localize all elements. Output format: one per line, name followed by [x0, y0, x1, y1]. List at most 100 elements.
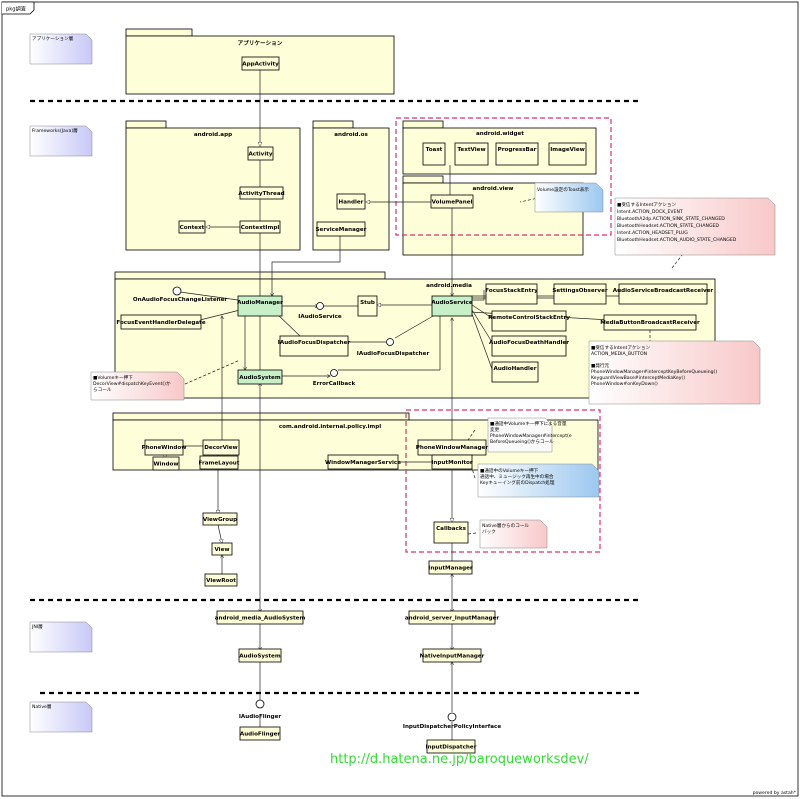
- class-FrameLayout: FrameLayout: [199, 455, 240, 470]
- svg-text:VolumePanel: VolumePanel: [432, 200, 473, 206]
- svg-text:android_server_InputManager: android_server_InputManager: [405, 616, 500, 622]
- class-NativeInputManager: NativeInputManager: [420, 648, 485, 663]
- class-Window: Window: [152, 456, 180, 471]
- note-volume-key-line: ■Volumeキー押下: [93, 374, 133, 381]
- svg-text:IAudioFocusDispatcher: IAudioFocusDispatcher: [357, 351, 430, 357]
- svg-text:ImageView: ImageView: [550, 147, 585, 153]
- interface-OnAudioFocusChangeListener: OnAudioFocusChangeListener: [133, 286, 228, 303]
- class-AudioService: AudioService: [431, 295, 473, 317]
- svg-text:ErrorCallback: ErrorCallback: [313, 381, 356, 387]
- svg-text:Window: Window: [153, 462, 178, 468]
- class-AudioServiceBroadcastReceiver: AudioServiceBroadcastReceiver: [613, 283, 714, 305]
- svg-text:IAudioFocusDispatcher: IAudioFocusDispatcher: [278, 340, 351, 346]
- svg-text:android.app: android.app: [194, 132, 232, 138]
- class-AudioFlinger: AudioFlinger: [239, 726, 281, 741]
- layer-label-native: Native層: [29, 701, 93, 733]
- svg-text:ProgressBar: ProgressBar: [498, 147, 537, 153]
- svg-text:Stub: Stub: [360, 300, 375, 306]
- svg-text:InputDispatcherPolicyInterface: InputDispatcherPolicyInterface: [403, 724, 501, 730]
- note-media-button: ■受信するIntentアクション ACTION_MEDIA_BUTTON ■発行…: [588, 340, 761, 405]
- svg-text:com.android.internal.policy.im: com.android.internal.policy.impl: [279, 424, 381, 430]
- svg-text:android.os: android.os: [334, 132, 368, 138]
- svg-text:IAudioFlinger: IAudioFlinger: [239, 714, 282, 720]
- svg-text:PhoneWindow: PhoneWindow: [142, 445, 187, 451]
- note-media-line: ACTION_MEDIA_BUTTON: [591, 351, 647, 357]
- class-RemoteControlStackEntry: RemoteControlStackEntry: [488, 310, 570, 332]
- class-InputMonitor: InputMonitor: [431, 454, 473, 470]
- class-AudioManager: AudioManager: [237, 295, 283, 317]
- note-intent-line: Intent.ACTION_DOCK_EVENT: [617, 209, 683, 215]
- svg-text:PhoneWindowManager: PhoneWindowManager: [416, 445, 489, 451]
- svg-text:FocusStackEntry: FocusStackEntry: [485, 288, 538, 294]
- note-native-callback: Native層からのコール バック: [479, 519, 548, 549]
- class-FocusStackEntry: FocusStackEntry: [485, 283, 538, 305]
- note-call-volume-line: PhoneWindowManager#intercept(e: [490, 433, 572, 439]
- note-intent-line: ■受信するIntentアクション: [617, 201, 676, 208]
- svg-text:JNI層: JNI層: [31, 624, 43, 630]
- svg-text:AudioHandler: AudioHandler: [494, 366, 537, 372]
- svg-text:android_media_AudioSystem: android_media_AudioSystem: [215, 616, 306, 622]
- svg-text:Callbacks: Callbacks: [436, 526, 467, 532]
- svg-text:InputMonitor: InputMonitor: [431, 460, 473, 466]
- svg-text:Volume設定のToast表示: Volume設定のToast表示: [537, 186, 589, 193]
- layer-label-app: アプリケーション層: [29, 33, 93, 65]
- svg-text:android.widget: android.widget: [476, 131, 524, 137]
- frame-title: pkg調査: [6, 5, 26, 13]
- svg-text:InputManager: InputManager: [428, 566, 473, 572]
- highlight-volume-ui: [395, 117, 612, 236]
- svg-text:OnAudioFocusChangeListener: OnAudioFocusChangeListener: [133, 297, 228, 303]
- svg-text:AudioFocusDeathHandler: AudioFocusDeathHandler: [489, 340, 569, 346]
- svg-text:AudioServiceBroadcastReceiver: AudioServiceBroadcastReceiver: [613, 288, 714, 294]
- svg-text:ServiceManager: ServiceManager: [316, 227, 367, 233]
- svg-text:ViewRoot: ViewRoot: [206, 578, 236, 584]
- interface-IAudioFlinger: IAudioFlinger: [239, 699, 282, 720]
- class-VolumePanel: VolumePanel: [430, 194, 474, 209]
- svg-text:RemoteControlStackEntry: RemoteControlStackEntry: [488, 315, 570, 321]
- class-Stub: Stub: [357, 295, 378, 317]
- note-volume-toast: Volume設定のToast表示: [534, 182, 604, 213]
- class-Activity: Activity: [247, 146, 274, 161]
- svg-text:AudioSystem: AudioSystem: [239, 654, 281, 660]
- svg-text:DecorView: DecorView: [204, 445, 237, 451]
- note-call-volume-line: ■通話中Volumeキー押下による音量: [490, 420, 567, 427]
- class-ViewRoot: ViewRoot: [204, 573, 238, 587]
- note-intent-line: Intent.ACTION_HEADSET_PLUG: [617, 230, 688, 236]
- svg-text:SettingsObserver: SettingsObserver: [552, 288, 607, 294]
- svg-text:InputDispatcher: InputDispatcher: [426, 745, 477, 751]
- class-MediaButtonBroadcastReceiver: MediaButtonBroadcastReceiver: [600, 314, 700, 331]
- note-volume-key: ■Volumeキー押下 DecorView#dispatchKeyEvent()…: [90, 371, 185, 401]
- layer-label-framework: Frameworks(Java)層: [29, 125, 93, 157]
- class-Handler: Handler: [336, 193, 366, 210]
- note-media-line: PhoneWindowManager#interceptKeyBeforeQue…: [591, 369, 717, 375]
- class-ImageView: ImageView: [548, 142, 587, 166]
- note-intent-line: BluetoothA2dp.ACTION_SINK_STATE_CHANGED: [617, 216, 725, 222]
- svg-text:MediaButtonBroadcastReceiver: MediaButtonBroadcastReceiver: [600, 320, 700, 326]
- astah-watermark: powered by astah*: [753, 790, 797, 796]
- class-ActivityThread: ActivityThread: [238, 186, 285, 200]
- class-InputManager: InputManager: [428, 560, 473, 575]
- class-AudioSystem-jni: AudioSystem: [238, 648, 282, 663]
- interface-IAudioService: IAudioService: [298, 302, 342, 320]
- note-media-line: PhoneWindow#onKeyDown(): [591, 381, 658, 387]
- svg-text:View: View: [214, 547, 229, 553]
- note-media-line: ■受信するIntentアクション: [591, 344, 650, 351]
- svg-text:android.media: android.media: [426, 283, 472, 289]
- note-intent-line: BluetoothHeadset.ACTION_AUDIO_STATE_CHAN…: [617, 237, 737, 243]
- interface-InputDispatcherPolicyInterface: InputDispatcherPolicyInterface: [403, 712, 501, 730]
- class-ProgressBar: ProgressBar: [495, 142, 539, 166]
- class-Context: Context: [178, 220, 206, 234]
- svg-text:FocusEventHandlerDelegate: FocusEventHandlerDelegate: [116, 320, 205, 326]
- svg-text:FrameLayout: FrameLayout: [199, 461, 240, 467]
- layer-label-jni: JNI層: [29, 621, 93, 653]
- svg-text:アプリケーション層: アプリケーション層: [32, 35, 74, 42]
- svg-text:ActivityThread: ActivityThread: [238, 191, 284, 197]
- class-TextView: TextView: [454, 142, 489, 166]
- blog-url: http://d.hatena.ne.jp/baroqueworksdev/: [330, 752, 589, 767]
- class-InputDispatcher: InputDispatcher: [426, 739, 477, 754]
- note-call-music-line: ■通話中のVolumeキー押下: [480, 467, 539, 474]
- class-AudioHandler: AudioHandler: [491, 361, 539, 383]
- svg-text:Context: Context: [180, 225, 205, 231]
- class-DecorView: DecorView: [202, 439, 240, 456]
